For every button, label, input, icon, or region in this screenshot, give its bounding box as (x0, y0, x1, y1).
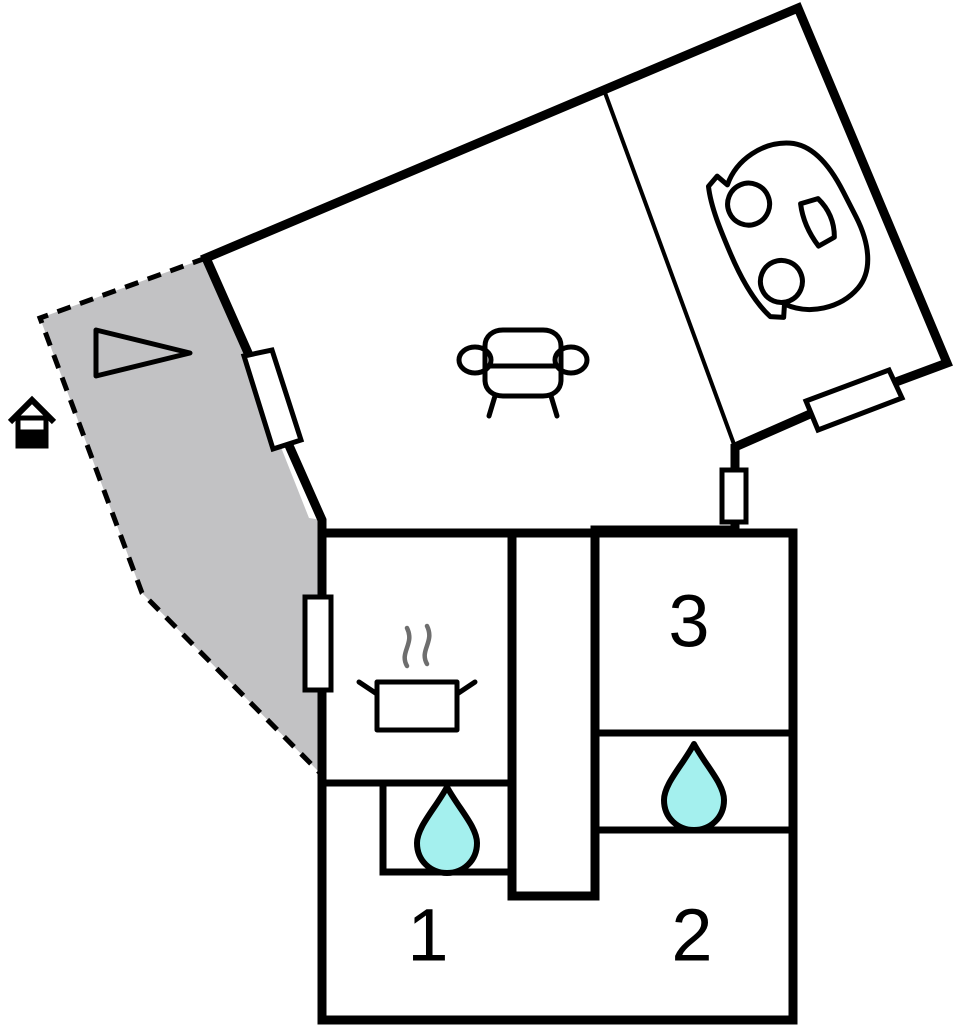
car-icon (705, 140, 871, 320)
openings-group (240, 347, 906, 693)
house-entrance-icon (7, 395, 57, 449)
terrace-fill (40, 258, 322, 775)
terrace-arrow-icon (93, 327, 193, 379)
terrace-area (36, 255, 324, 777)
cooking-pot-icon (356, 623, 478, 733)
window-kitchen-west[interactable] (302, 594, 334, 693)
room-number-2: 2 (671, 894, 712, 977)
room-number-1: 1 (407, 894, 448, 977)
upper-block (200, 2, 953, 538)
sofa-icon (456, 327, 590, 419)
window-living-room-west[interactable] (240, 347, 305, 453)
window-hall-north[interactable] (719, 467, 749, 525)
water-drop-icon (414, 784, 480, 876)
room-number-3: 3 (668, 580, 709, 663)
lower-block-outer-wall (317, 528, 798, 1025)
lower-block (317, 528, 798, 1025)
water-drop-icon (661, 741, 727, 833)
living-garage-partition (602, 89, 737, 448)
bathroom-left-walls (379, 783, 512, 876)
upper-block-outer-wall (200, 2, 953, 538)
terrace-dashed-boundary (36, 255, 324, 777)
garage-door[interactable] (802, 366, 906, 434)
